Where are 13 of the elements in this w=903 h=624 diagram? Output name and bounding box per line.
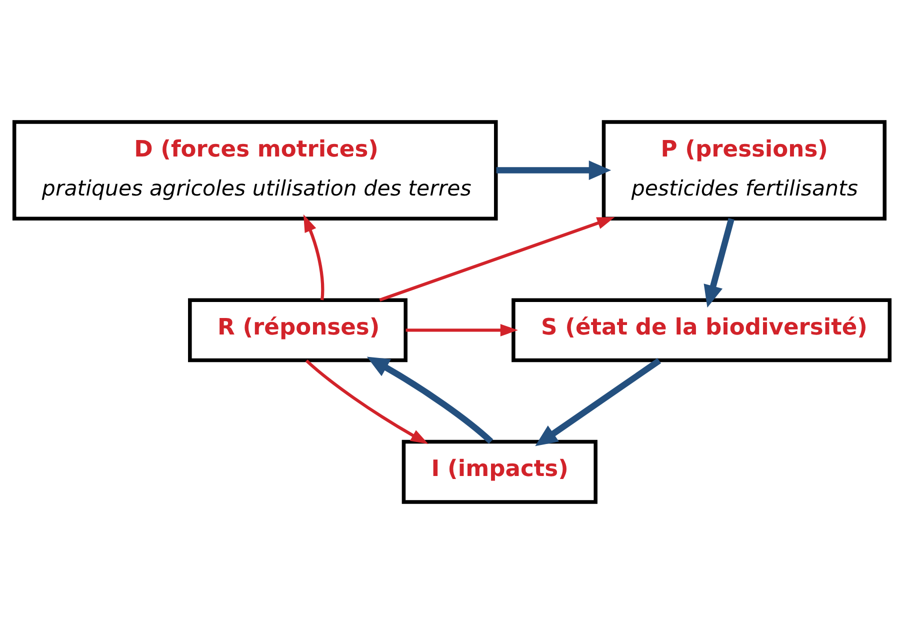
node-box: S (état de la biodiversité) — [511, 298, 892, 362]
arrow — [304, 359, 428, 444]
arrow — [496, 160, 611, 180]
node-box: P (pressions) pesticides fertilisants — [601, 120, 886, 220]
node-box: D (forces motrices) pratiques agricoles utilisation des terres — [12, 120, 498, 220]
arrow — [302, 214, 324, 300]
arrow — [405, 324, 518, 336]
arrow — [378, 217, 614, 302]
arrow — [366, 356, 493, 444]
arrow — [703, 218, 734, 308]
arrow — [534, 358, 660, 446]
node-box: R (réponses) — [188, 298, 407, 362]
node-box: I (impacts) — [401, 440, 597, 504]
